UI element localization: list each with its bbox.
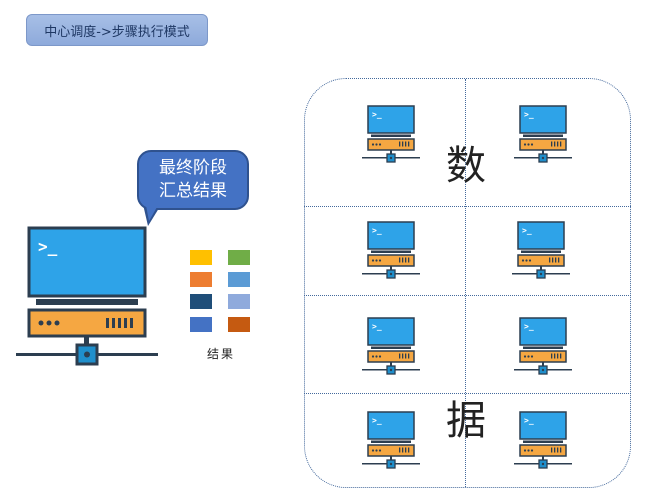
server-icon (514, 317, 572, 375)
central-computer-icon: >_ (16, 226, 158, 366)
result-swatch-3 (190, 272, 212, 287)
data-cluster-boundary (304, 78, 631, 488)
summary-callout: 最终阶段 汇总结果 (137, 150, 249, 210)
result-swatch-5 (190, 294, 212, 309)
result-swatch-6 (228, 294, 250, 309)
data-char-bottom: 据 (446, 398, 486, 444)
cluster-divider-vertical (465, 79, 466, 487)
data-char-top: 数 (446, 143, 486, 189)
svg-text:>_: >_ (38, 237, 58, 256)
callout-tail-inner (145, 200, 161, 221)
result-swatch-8 (228, 317, 250, 332)
mode-title-label: 中心调度->步骤执行模式 (44, 24, 190, 40)
callout-line-1: 最终阶段 (159, 158, 227, 178)
cluster-divider-3 (304, 393, 631, 394)
server-icon (362, 317, 420, 375)
result-swatch-2 (228, 250, 250, 265)
server-icon (514, 411, 572, 469)
results-label: 结果 (207, 347, 236, 361)
callout-line-2: 汇总结果 (159, 181, 227, 201)
server-icon (362, 105, 420, 163)
cluster-divider-2 (304, 295, 631, 296)
server-icon (362, 221, 420, 279)
result-swatch-7 (190, 317, 212, 332)
cluster-divider-1 (304, 206, 631, 207)
server-icon (514, 105, 572, 163)
server-icon (362, 411, 420, 469)
result-swatch-1 (190, 250, 212, 265)
server-icon (512, 221, 570, 279)
result-swatch-4 (228, 272, 250, 287)
mode-title-box: 中心调度->步骤执行模式 (26, 14, 208, 46)
